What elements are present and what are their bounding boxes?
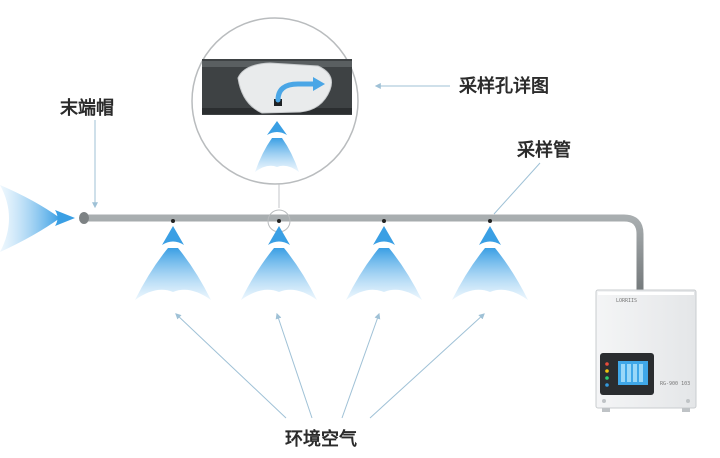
sampling-pipe [79, 212, 644, 300]
ambient-air-leaders [175, 312, 485, 419]
pipe-leader-line [493, 162, 541, 215]
sampling-pipe-label: 采样管 [516, 139, 571, 161]
airflow-plume-icon [346, 226, 422, 300]
airflow-plume-icon [135, 226, 211, 300]
sampling-hole [382, 219, 386, 223]
airflow-plume-icon [241, 226, 317, 300]
end-cap-label: 末端帽 [60, 97, 114, 119]
sampling-hole [277, 219, 281, 223]
detector-brand: LORRIIS [616, 298, 637, 304]
sampling-hole [488, 219, 492, 223]
end-cap [79, 212, 89, 224]
airflow-plume-icon [452, 226, 528, 300]
detector-unit: LORRIIS RG-900 103 [595, 289, 697, 412]
ambient-air-label: 环境空气 [285, 428, 357, 450]
detector-model: RG-900 103 [660, 381, 690, 387]
inlet-airflow-icon [0, 185, 75, 252]
sampling-hole-detail-label: 采样孔详图 [458, 75, 549, 97]
airflow-plumes [135, 226, 528, 300]
sampling-hole-detail-magnifier [191, 17, 359, 185]
sampling-hole [171, 219, 175, 223]
sampling-holes [171, 219, 492, 223]
